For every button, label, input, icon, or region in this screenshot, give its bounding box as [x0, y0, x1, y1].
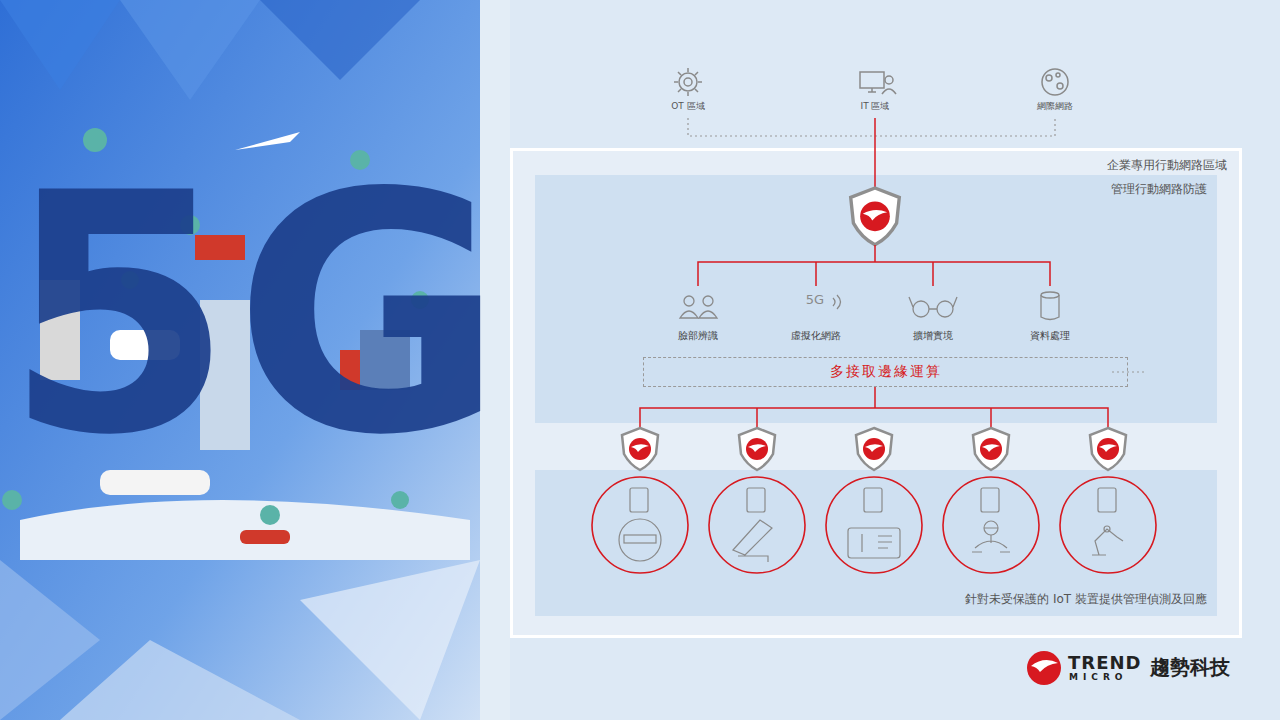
region-box: 企業專用行動網路區域管理行動網路防護多接取邊緣運算針對未受保護的 IoT 裝置提… [510, 148, 1242, 638]
function-label: 臉部辨識 [678, 331, 718, 341]
logo-chinese: 趨勢科技 [1150, 657, 1230, 677]
edge-computing-box: 多接取邊緣運算 [643, 357, 1128, 387]
function-label: 擴增實境 [913, 331, 953, 341]
logo-word: TREND [1068, 654, 1141, 672]
logo-word: MICRO [1069, 673, 1128, 682]
node-label: 針對未受保護的 IoT 裝置提供管理偵測及回應 [965, 591, 1207, 608]
node-label: 企業專用行動網路區域 [1107, 157, 1227, 174]
illustration-title: 5G [4, 150, 504, 480]
function-label: 資料處理 [1030, 331, 1070, 341]
zone-label: IT 區域 [860, 102, 889, 111]
node-label: 管理行動網路防護 [1111, 181, 1207, 198]
node-label: 多接取邊緣運算 [644, 358, 1127, 385]
zone-label: 網際網路 [1037, 102, 1073, 111]
protection-band: 管理行動網路防護多接取邊緣運算 [535, 175, 1217, 423]
icon-text: 5G [806, 293, 824, 306]
function-label: 虛擬化網路 [791, 331, 841, 341]
iot-band: 針對未受保護的 IoT 裝置提供管理偵測及回應 [535, 470, 1217, 616]
zone-label: OT 區域 [671, 102, 704, 111]
